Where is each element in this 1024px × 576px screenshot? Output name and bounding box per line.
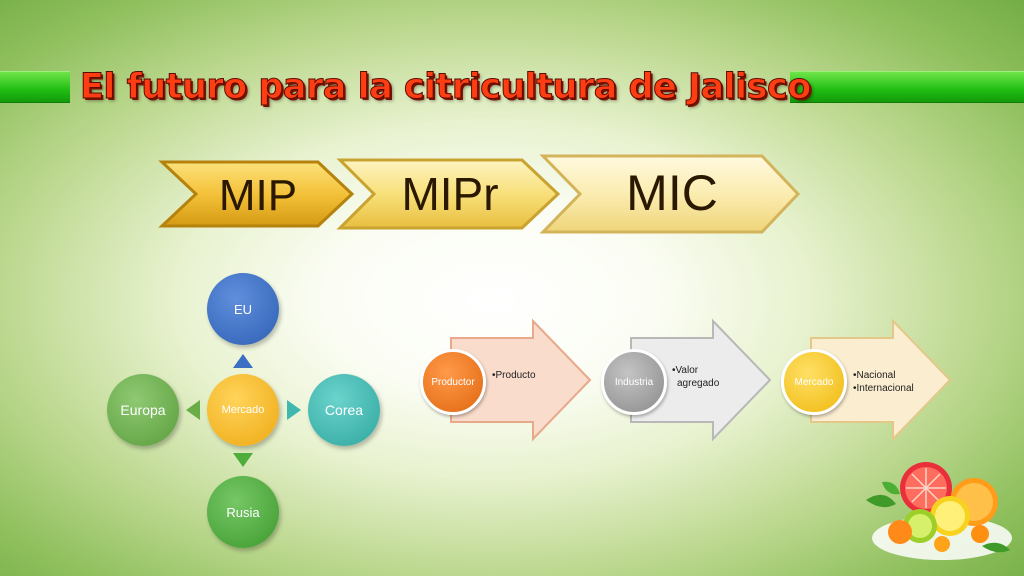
title-bar-left (0, 71, 70, 103)
process-circle-productor: Productor (420, 349, 486, 415)
node-mercado: Mercado (207, 374, 279, 446)
stage-label-mipr: MIPr (401, 168, 498, 220)
process-label-mercado: Mercado (794, 376, 834, 388)
chevron-mic: MIC (539, 154, 801, 234)
bullet-valor: •Valor (672, 365, 699, 376)
stage-label-mip: MIP (219, 171, 297, 220)
process-circle-industria: Industria (601, 349, 667, 415)
citrus-fruits-image (866, 462, 1012, 560)
bullet-nacional: •Nacional (853, 370, 896, 381)
arrow-left-icon (186, 400, 200, 420)
arrow-right-icon (287, 400, 301, 420)
slide-title: El futuro para la citricultura de Jalisc… (80, 67, 812, 108)
node-corea-label: Corea (324, 402, 364, 418)
node-corea: Corea (308, 374, 380, 446)
bullet-internacional: •Internacional (853, 383, 914, 394)
process-bullets-productor: •Producto (492, 369, 536, 382)
process-arrow-productor (450, 318, 592, 442)
chevron-mip: MIP (158, 160, 355, 228)
title-bar-right (790, 71, 1024, 103)
node-europa: Europa (107, 374, 179, 446)
node-eu: EU (207, 273, 279, 345)
process-label-industria: Industria (614, 376, 654, 388)
node-rusia-label: Rusia (226, 504, 260, 520)
process-bullets-mercado: •Nacional •Internacional (853, 369, 914, 395)
process-bullets-industria: •Valor agregado (672, 364, 719, 390)
node-mercado-label: Mercado (221, 404, 265, 416)
chevron-mipr: MIPr (336, 158, 561, 230)
node-europa-label: Europa (120, 402, 166, 418)
arrow-up-icon (233, 354, 253, 368)
node-eu-label: EU (233, 301, 253, 317)
bullet-producto: •Producto (492, 370, 536, 381)
bullet-agregado: agregado (677, 378, 720, 389)
arrow-down-icon (233, 453, 253, 467)
process-circle-mercado: Mercado (781, 349, 847, 415)
process-label-productor: Productor (431, 376, 475, 388)
node-rusia: Rusia (207, 476, 279, 548)
process-arrow-industria (630, 318, 772, 442)
stage-label-mic: MIC (626, 165, 718, 221)
stage-chevrons: MIP MIPr MIC (158, 154, 801, 234)
process-arrow-mercado (810, 318, 952, 442)
